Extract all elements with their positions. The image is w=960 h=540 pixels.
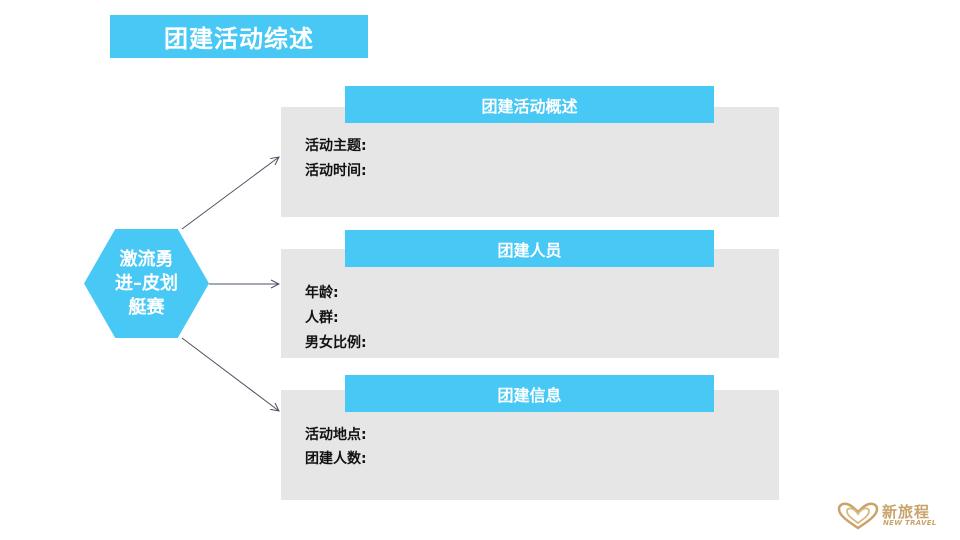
arrow-to-info	[181, 337, 279, 411]
arrow-to-overview	[181, 157, 279, 230]
overview-panel	[281, 107, 779, 217]
brand-logo: 新旅程 NEW TRAVEL	[836, 500, 946, 532]
activity-theme-field: 活动主题:	[305, 138, 367, 154]
page-title: 团建活动综述	[110, 15, 368, 58]
logo-name-en: NEW TRAVEL	[883, 519, 937, 527]
members-panel	[281, 249, 779, 358]
gender-ratio-field: 男女比例:	[305, 335, 367, 351]
hub-label: 激流勇进–皮划艇赛	[115, 248, 178, 318]
info-panel-header: 团建信息	[345, 375, 714, 412]
headcount-field: 团建人数:	[305, 451, 367, 467]
group-field: 人群:	[305, 310, 339, 326]
age-field: 年龄:	[305, 285, 339, 301]
location-field: 活动地点:	[305, 427, 367, 443]
activity-time-field: 活动时间:	[305, 163, 367, 179]
logo-heart-icon	[837, 502, 879, 530]
members-panel-header: 团建人员	[345, 230, 714, 267]
logo-name-cn: 新旅程	[882, 503, 931, 521]
overview-panel-header: 团建活动概述	[345, 86, 714, 123]
